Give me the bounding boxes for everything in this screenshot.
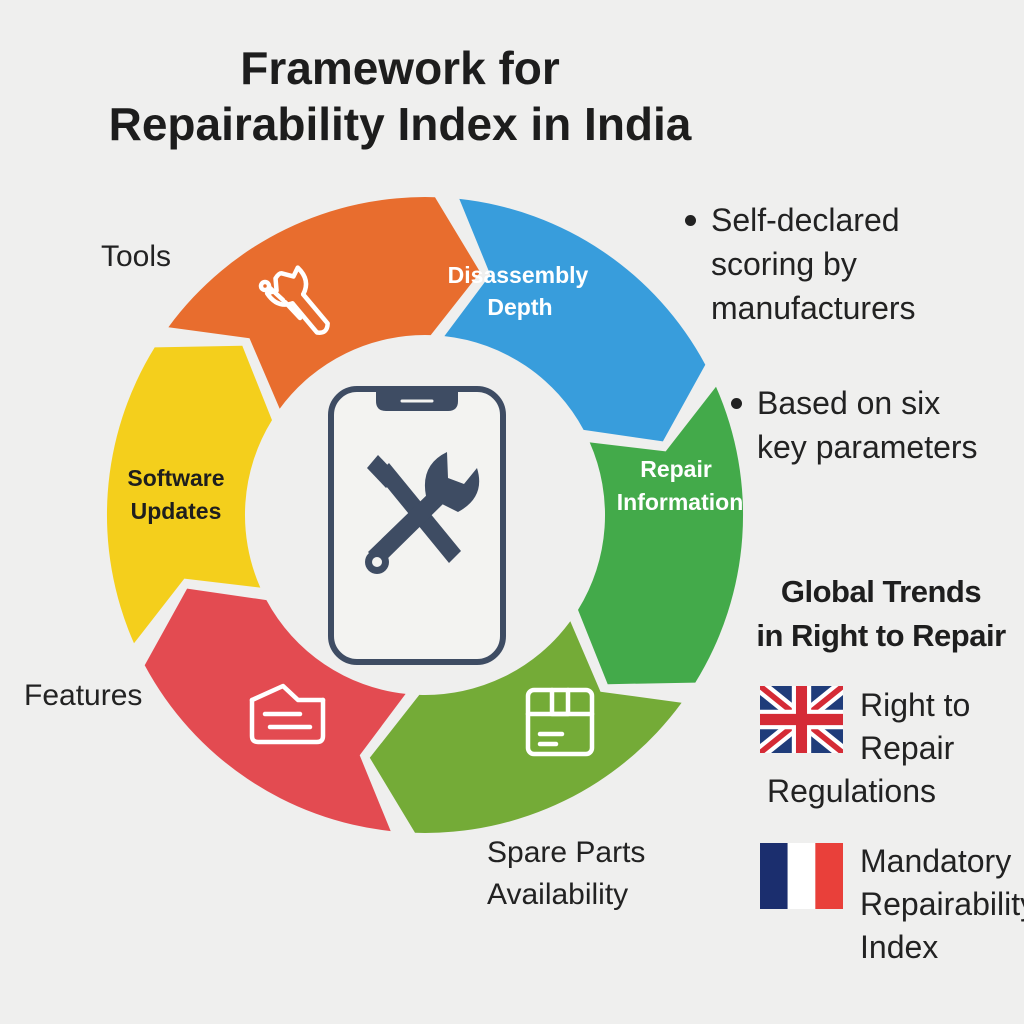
uk-flag-icon	[760, 686, 843, 753]
bullet-self-declared: Self-declared scoring by manufacturers	[685, 198, 916, 330]
segment-label-software: Software	[127, 465, 224, 491]
page-title: Framework for Repairability Index in Ind…	[70, 40, 730, 152]
trend-france-line-2: Repairability	[860, 886, 1024, 922]
segment-label-information: Information	[617, 489, 744, 515]
trend-uk-line-2: Repair	[860, 730, 955, 766]
global-trends-heading-line-1: Global Trends	[780, 574, 982, 609]
segment-label-repair-line-2: Information	[617, 489, 744, 515]
label-spare-parts: Spare Parts Availability	[487, 832, 645, 916]
trend-france: Mandatory Repairability Index	[860, 840, 1024, 969]
segment-label-disassembly: Disassembly	[448, 262, 589, 288]
cycle-segment-spare-parts	[369, 621, 682, 833]
france-flag-icon	[760, 843, 843, 909]
label-tools-text: Tools	[101, 240, 172, 273]
cycle-segments	[106, 197, 744, 833]
trend-uk: Right to Repair	[860, 684, 970, 770]
bullet-dot	[685, 215, 696, 226]
label-spare-parts-line-1: Spare Parts	[487, 836, 646, 869]
bullet-dot	[731, 398, 742, 409]
screwdriver-icon	[258, 279, 303, 321]
title-line-1: Framework for	[240, 42, 560, 94]
box-icon	[525, 687, 595, 757]
segment-label-depth: Depth	[487, 294, 552, 320]
trend-france-line-1: Mandatory	[860, 843, 1012, 879]
global-trends-heading-line-2: in Right to Repair	[756, 618, 1006, 653]
trend-france-clip: Mandatory Repairability Index	[860, 840, 1024, 970]
segment-label-disassembly-line-1: Disassembly	[448, 262, 589, 288]
label-features: Features	[24, 675, 142, 717]
trend-uk-line-3-wrap: Regulations	[767, 770, 936, 813]
cycle-segment-disassembly	[444, 198, 706, 442]
cycle-segment-repair-info	[578, 386, 744, 685]
phone-tools-icon	[328, 386, 506, 665]
cycle-segment-features	[144, 588, 406, 832]
label-spare-parts-line-2: Availability	[487, 878, 629, 911]
segment-label-repair: Repair	[640, 456, 712, 482]
cycle-segment-tools	[168, 197, 481, 409]
title-line-2: Repairability Index in India	[108, 98, 692, 150]
bullet-1-line-1: Self-declared	[711, 202, 900, 238]
bullet-2-line-2: key parameters	[757, 429, 978, 465]
tag-icon	[249, 683, 326, 745]
segment-label-software-line-2: Updates	[131, 498, 222, 524]
segment-label-repair-line-1: Repair	[640, 456, 712, 482]
wrench-icon	[264, 265, 330, 335]
bullet-1-line-2: scoring by	[711, 246, 857, 282]
trend-uk-line-3: Regulations	[767, 773, 936, 809]
segment-label-software-line-1: Software	[127, 465, 224, 491]
bullet-six-parameters: Based on six key parameters	[731, 381, 978, 469]
trend-uk-line-1: Right to	[860, 687, 971, 723]
bullet-1-line-3: manufacturers	[711, 290, 916, 326]
cycle-segment-software	[106, 345, 273, 644]
trend-france-line-3: Index	[860, 929, 939, 965]
label-features-text: Features	[24, 679, 143, 712]
segment-label-disassembly-line-2: Depth	[487, 294, 552, 320]
global-trends-heading: Global Trends in Right to Repair	[736, 570, 1024, 658]
bullet-2-line-1: Based on six	[757, 385, 941, 421]
crossed-tools-icon	[365, 452, 480, 574]
segment-label-updates: Updates	[131, 498, 222, 524]
label-tools: Tools	[101, 236, 171, 278]
